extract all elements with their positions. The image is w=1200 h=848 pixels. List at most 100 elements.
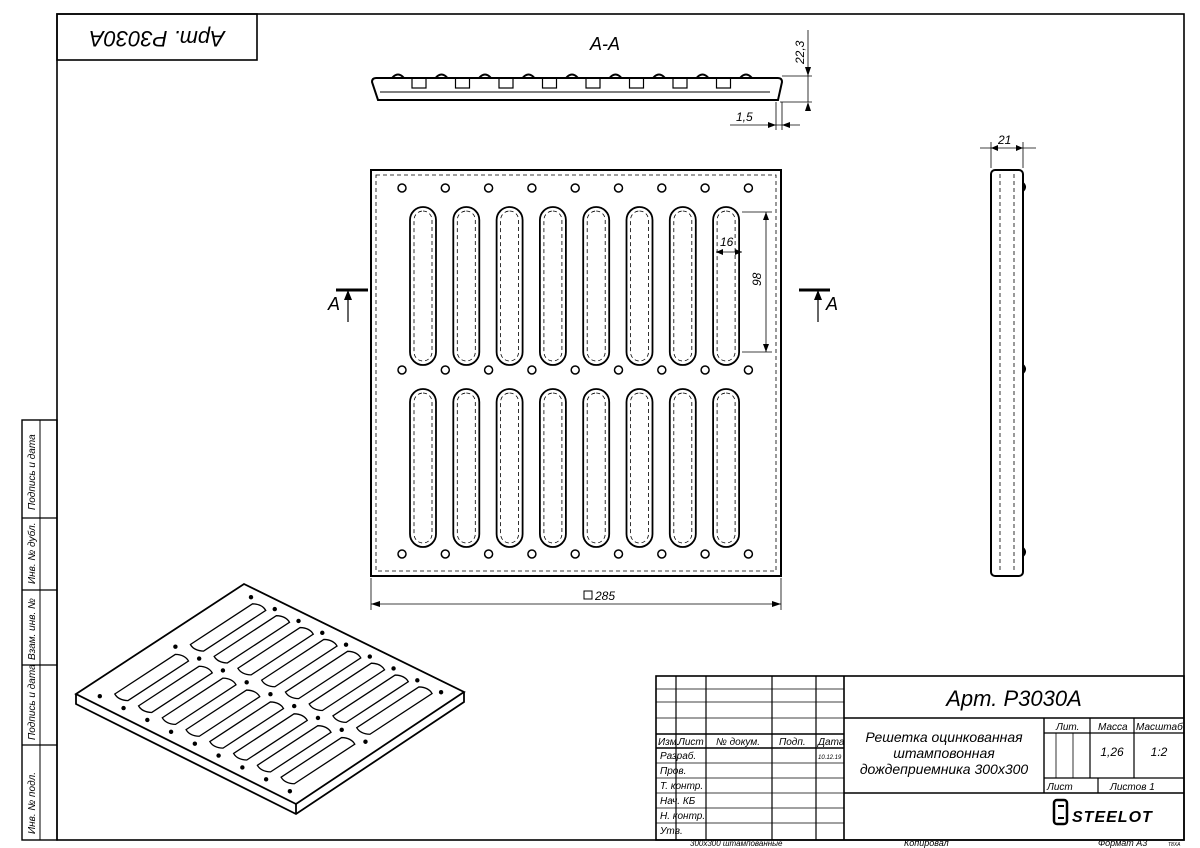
iso-slots	[113, 603, 433, 785]
section-notch	[391, 73, 405, 79]
section-notch	[565, 73, 579, 79]
hdr-mass: Масса	[1098, 722, 1128, 733]
slot	[495, 206, 524, 366]
iso-hole	[248, 595, 254, 600]
dim-side-width: 21	[997, 133, 1011, 147]
iso-slot	[213, 615, 291, 664]
article-stamp-mirrored: Арт. Р3030А	[56, 13, 258, 61]
mount-hole	[613, 549, 624, 559]
logo-text: STEELOT	[1072, 809, 1153, 826]
scale-value: 1:2	[1151, 745, 1168, 759]
iso-slot	[280, 736, 356, 785]
mount-hole	[440, 183, 451, 193]
slot	[668, 206, 697, 366]
iso-slot	[189, 603, 267, 652]
left-stamp-strip: Подпись и дата Инв. № дубл. Взам. инв. №…	[21, 419, 58, 841]
hdr-izm: Изм.	[658, 737, 679, 748]
iso-hole	[287, 789, 293, 794]
iso-slot	[232, 713, 309, 761]
iso-slot	[355, 686, 433, 735]
iso-hole	[363, 739, 368, 744]
mount-hole	[527, 549, 537, 559]
stamp-label-4: Подпись и дата	[27, 664, 38, 740]
hdr-lit: Лит.	[1055, 722, 1079, 733]
side-outline	[990, 169, 1024, 577]
mount-hole	[483, 183, 494, 193]
section-notch	[434, 73, 449, 79]
mount-hole	[570, 549, 580, 559]
isometric-view	[74, 582, 466, 816]
section-profile	[370, 77, 784, 101]
section-slot	[454, 77, 471, 89]
section-slot	[541, 77, 558, 89]
mount-hole	[570, 183, 580, 193]
iso-slot	[137, 665, 214, 714]
slot	[539, 388, 567, 548]
section-mark-right: А	[799, 288, 838, 322]
title-block: Изм. Лист № докум. Подп. Дата Разраб. Пр…	[655, 675, 1185, 841]
dim-thickness: 1,5	[736, 110, 753, 124]
sheets-label: Листов 1	[1109, 782, 1155, 793]
iso-hole	[272, 606, 277, 612]
section-title: А-А	[589, 34, 620, 54]
iso-slot	[308, 662, 386, 712]
mount-hole	[613, 183, 624, 193]
dim-slot-length: 98	[750, 272, 764, 286]
mount-hole	[483, 365, 494, 375]
slot	[409, 206, 437, 366]
iso-hole	[192, 741, 198, 746]
section-notch	[608, 73, 623, 79]
iso-slot	[208, 701, 285, 749]
iso-slot	[161, 677, 237, 726]
mount-hole	[440, 549, 451, 559]
slot	[409, 388, 437, 548]
section-notch	[521, 73, 536, 79]
section-mark-left-label: А	[327, 294, 340, 314]
slot	[495, 388, 524, 548]
section-slot	[715, 77, 732, 89]
hdr-sign: Подп.	[779, 737, 806, 748]
slot	[712, 388, 740, 548]
mount-hole	[397, 365, 407, 375]
iso-slot	[284, 650, 362, 700]
section-notch	[695, 73, 710, 79]
iso-hole	[320, 630, 325, 636]
iso-slot	[260, 638, 338, 688]
hdr-list: Лист	[677, 737, 704, 748]
mount-hole	[700, 183, 710, 193]
mount-hole	[397, 183, 407, 193]
iso-hole	[391, 666, 396, 671]
mount-hole	[657, 549, 667, 559]
iso-hole	[296, 618, 301, 624]
iso-hole	[216, 753, 221, 758]
name-line-2: штамповонная	[893, 745, 995, 761]
hdr-scale: Масштаб	[1136, 721, 1183, 733]
mount-hole	[527, 365, 537, 375]
section-slot	[628, 77, 645, 89]
iso-slot	[256, 725, 332, 773]
dim-slot-width: 16	[720, 235, 734, 249]
section-notch	[739, 73, 753, 79]
iso-hole	[196, 656, 202, 661]
iso-slot	[332, 674, 410, 724]
name-line-1: Решетка оцинкованная	[865, 729, 1023, 745]
iso-hole	[240, 765, 245, 770]
role-2: Т. контр.	[660, 781, 703, 792]
mount-hole	[657, 183, 667, 193]
iso-hole	[268, 692, 273, 697]
iso-hole	[168, 729, 174, 735]
dim-side: 285	[594, 589, 615, 603]
section-mark-left: А	[327, 288, 368, 322]
iso-slot	[113, 653, 190, 702]
iso-hole	[97, 694, 103, 699]
iso-hole	[263, 777, 269, 782]
mount-hole	[700, 365, 710, 375]
iso-slot	[185, 689, 261, 737]
iso-hole	[220, 668, 226, 673]
iso-hole	[145, 717, 150, 723]
stamp-label-2: Инв. № дубл.	[26, 523, 38, 585]
name-line-3: дождеприемника 300х300	[860, 761, 1029, 777]
section-slot	[411, 77, 427, 89]
mount-hole	[397, 549, 407, 559]
